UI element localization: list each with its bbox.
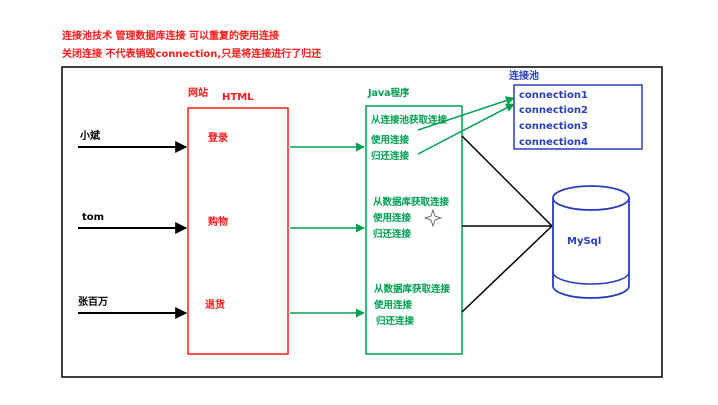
outer-frame [61, 66, 663, 378]
arrow-get-from-pool [417, 96, 515, 131]
java-g3-use: 使用连接 [373, 299, 413, 311]
website-label: 网站 [188, 86, 208, 99]
website-action-shop: 购物 [208, 215, 228, 228]
pool-connection-3: connection3 [519, 121, 588, 132]
note-connection-pool: 连接池技术 管理数据库连接 可以重复的使用连接 [62, 31, 279, 42]
line-java-db-1 [461, 135, 553, 227]
pool-connection-2: connection2 [519, 105, 588, 116]
website-title: HTML [222, 92, 254, 103]
java-g2-get: 从数据库获取连接 [373, 196, 450, 208]
java-g2-return: 归还连接 [373, 228, 412, 240]
java-label: Java程序 [367, 87, 410, 99]
java-g3-return: 归还连接 [376, 315, 415, 327]
user-label-3: 张百万 [78, 295, 108, 308]
pool-box [513, 84, 643, 150]
java-g1-return: 归还连接 [371, 150, 410, 162]
website-action-login: 登录 [207, 131, 228, 144]
user-label-2: tom [82, 212, 104, 223]
java-box [365, 105, 463, 355]
cursor-sparkle-icon [423, 208, 443, 228]
user-label-1: 小斌 [79, 129, 100, 142]
website-box [187, 107, 289, 355]
java-g2-use: 使用连接 [372, 212, 412, 224]
line-java-db-3 [461, 225, 553, 313]
pool-connection-1: connection1 [519, 90, 588, 101]
note-close-connection: 关闭连接 不代表销毁connection,只是将连接进行了归还 [62, 49, 322, 60]
java-g1-get: 从连接池获取连接 [371, 114, 448, 126]
pool-label: 连接池 [509, 69, 539, 82]
website-action-return: 退货 [205, 298, 225, 311]
java-g1-use: 使用连接 [370, 134, 410, 146]
pool-connection-4: connection4 [519, 137, 588, 148]
arrow-return-to-pool [417, 103, 515, 155]
database-label: MySql [567, 236, 601, 247]
database-cylinder-icon [552, 185, 630, 299]
java-g3-get: 从数据库获取连接 [374, 283, 451, 295]
